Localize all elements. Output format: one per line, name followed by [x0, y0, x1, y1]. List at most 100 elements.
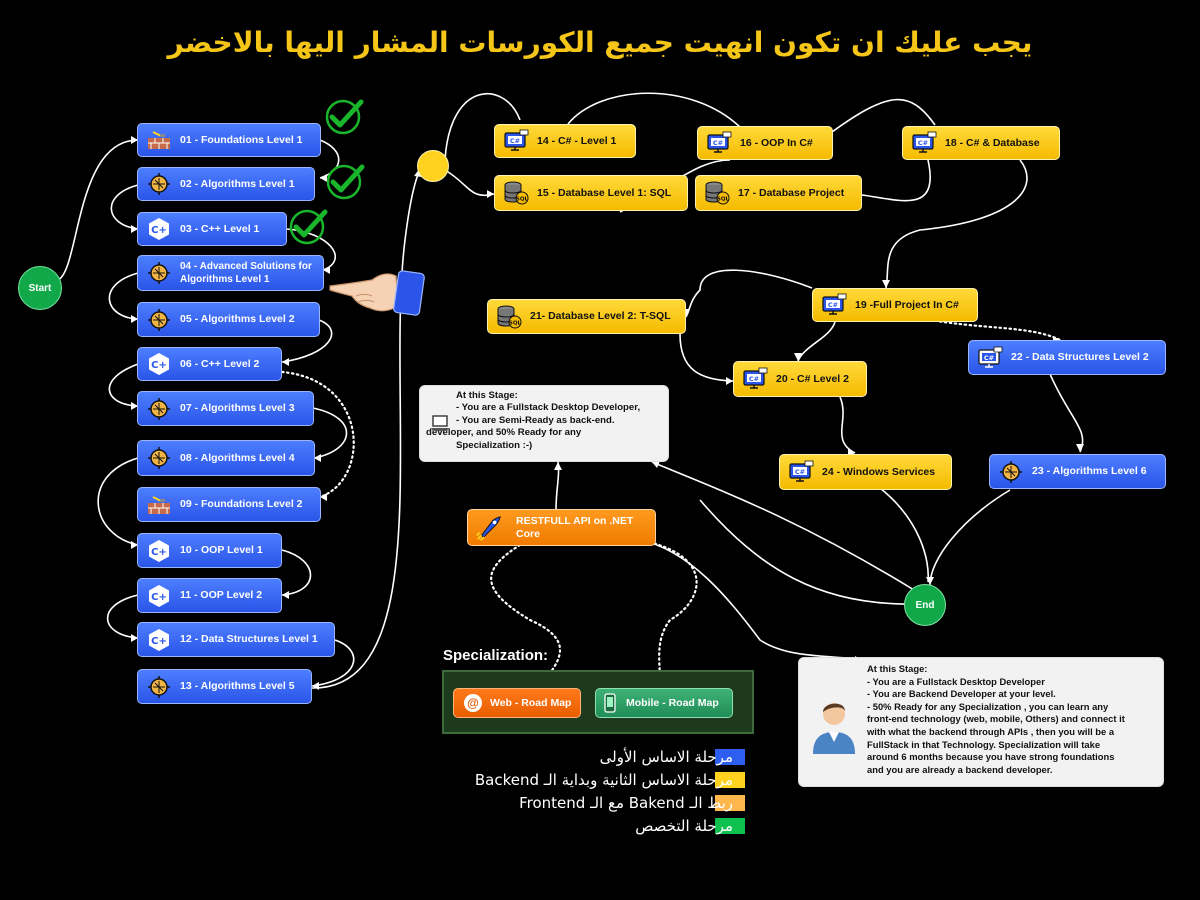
brain-chip-icon — [146, 261, 172, 285]
course-label: 07 - Algorithms Level 3 — [180, 402, 295, 414]
csharp-monitor-icon: C# — [742, 367, 768, 391]
check-mark-icon — [326, 164, 365, 200]
connector — [885, 159, 1028, 289]
course-label: 02 - Algorithms Level 1 — [180, 177, 295, 190]
check-mark-icon — [289, 209, 328, 245]
brain-chip-icon — [146, 446, 172, 470]
brick-wall-icon — [146, 128, 172, 152]
course-label: 03 - C++ Level 1 — [180, 222, 260, 235]
svg-text:C#: C# — [795, 468, 805, 476]
connector — [281, 319, 333, 363]
brain-chip-icon — [146, 308, 172, 332]
cpp-logo-icon: C+ — [146, 352, 172, 376]
connector — [839, 396, 856, 454]
course-16-oop-in-csharp[interactable]: C# 16 - OOP In C# — [697, 126, 833, 160]
connector — [108, 272, 139, 320]
course-15-database-level-1-sql[interactable]: SQL 15 - Database Level 1: SQL — [494, 175, 688, 211]
course-02-algorithms-level-1[interactable]: 02 - Algorithms Level 1 — [137, 167, 315, 201]
course-label: 06 - C++ Level 2 — [180, 357, 260, 370]
svg-text:C#: C# — [984, 354, 994, 362]
course-22-data-structures-level-2[interactable]: C# 22 - Data Structures Level 2 — [968, 340, 1166, 375]
connector — [281, 549, 312, 596]
course-10-oop-level-1[interactable]: C+ 10 - OOP Level 1 — [137, 533, 282, 568]
start-label: Start — [28, 282, 52, 294]
course-label: RESTFULL API on .NET Core — [516, 514, 634, 540]
connector — [311, 169, 421, 689]
connector — [699, 499, 913, 605]
course-12-data-structures-level-1[interactable]: C+ 12 - Data Structures Level 1 — [137, 622, 335, 657]
course-label: 21- Database Level 2: T-SQL — [530, 310, 671, 322]
course-label: 13 - Algorithms Level 5 — [180, 680, 295, 692]
svg-text:SQL: SQL — [717, 197, 730, 203]
course-04-advanced-solutions-algorithms-level-1[interactable]: 04 - Advanced Solutions for Algorithms L… — [137, 255, 324, 291]
stage-note-2: At this Stage: - You are a Fullstack Des… — [798, 657, 1164, 787]
note-line: Specialization :-) — [456, 439, 533, 451]
brain-chip-icon — [146, 172, 172, 196]
course-07-algorithms-level-3[interactable]: 07 - Algorithms Level 3 — [137, 391, 314, 426]
svg-text:C+: C+ — [151, 547, 167, 558]
course-label: 10 - OOP Level 1 — [180, 544, 263, 556]
course-21-database-level-2-tsql[interactable]: SQL 21- Database Level 2: T-SQL — [487, 299, 686, 334]
connector — [1049, 373, 1084, 453]
connector — [106, 594, 139, 639]
web-road-map-label: Web - Road Map — [490, 697, 572, 709]
note-line: - You are Backend Developer at your leve… — [867, 688, 1056, 700]
dotted-connector — [490, 543, 562, 682]
start-node: Start — [18, 266, 62, 310]
course-11-oop-level-2[interactable]: C+ 11 - OOP Level 2 — [137, 578, 282, 613]
svg-text:C#: C# — [713, 139, 723, 147]
svg-text:C#: C# — [749, 375, 759, 383]
course-18-csharp-and-database[interactable]: C# 18 - C# & Database — [902, 126, 1060, 160]
brain-chip-icon — [998, 460, 1024, 484]
connector — [57, 139, 139, 281]
course-17-database-project[interactable]: SQL 17 - Database Project — [695, 175, 862, 211]
legend-text: مرحلة الاساس الأولى — [599, 748, 733, 766]
svg-text:C+: C+ — [151, 225, 167, 236]
connector — [97, 457, 139, 546]
course-01-foundations-level-1[interactable]: 01 - Foundations Level 1 — [137, 123, 321, 157]
developer-avatar-icon — [813, 703, 855, 754]
mobile-road-map-button[interactable]: Mobile - Road Map — [595, 688, 733, 718]
legend-item: مرحلة التخصص — [635, 816, 745, 836]
specialization-label: Specialization: — [443, 647, 549, 664]
course-06-cpp-level-2[interactable]: C+ 06 - C++ Level 2 — [137, 347, 282, 381]
dotted-connector — [280, 370, 355, 499]
svg-text:C#: C# — [828, 301, 838, 309]
course-20-csharp-level-2[interactable]: C# 20 - C# Level 2 — [733, 361, 867, 397]
course-13-algorithms-level-5[interactable]: 13 - Algorithms Level 5 — [137, 669, 312, 704]
page-title: يجب عليك ان تكون انهيت جميع الكورسات الم… — [167, 26, 1033, 59]
course-14-csharp-level-1[interactable]: C# 14 - C# - Level 1 — [494, 124, 636, 158]
course-label: 09 - Foundations Level 2 — [180, 498, 303, 510]
connector — [929, 489, 1011, 586]
web-road-map-button[interactable]: @ Web - Road Map — [453, 688, 581, 718]
course-restfull-api-dotnet-core[interactable]: RESTFULL API on .NET Core — [467, 509, 656, 546]
csharp-monitor-icon: C# — [706, 131, 732, 155]
pointing-hand-icon — [329, 270, 425, 316]
course-08-algorithms-level-4[interactable]: 08 - Algorithms Level 4 — [137, 440, 315, 476]
course-24-windows-services[interactable]: C# 24 - Windows Services — [779, 454, 952, 490]
course-label: 22 - Data Structures Level 2 — [1011, 351, 1149, 363]
course-09-foundations-level-2[interactable]: 09 - Foundations Level 2 — [137, 487, 321, 522]
course-03-cpp-level-1[interactable]: C+ 03 - C++ Level 1 — [137, 212, 287, 246]
connector — [444, 169, 495, 197]
dotted-connector — [638, 538, 698, 684]
note-line: - 50% Ready for any Specialization , you… — [867, 700, 1109, 712]
course-label: 11 - OOP Level 2 — [180, 589, 263, 601]
connector — [797, 321, 836, 362]
mobile-road-map-label: Mobile - Road Map — [626, 697, 719, 709]
course-label: 14 - C# - Level 1 — [537, 134, 617, 147]
course-label: 18 - C# & Database — [945, 136, 1040, 149]
connector — [679, 333, 734, 382]
course-label: 16 - OOP In C# — [740, 136, 813, 149]
course-label: 23 - Algorithms Level 6 — [1032, 465, 1147, 477]
course-19-full-project-in-csharp[interactable]: C# 19 -Full Project In C# — [812, 288, 978, 322]
cpp-logo-icon: C+ — [146, 539, 172, 563]
connector — [312, 407, 348, 459]
svg-text:SQL: SQL — [509, 320, 522, 326]
cpp-logo-icon: C+ — [146, 628, 172, 652]
course-23-algorithms-level-6[interactable]: 23 - Algorithms Level 6 — [989, 454, 1166, 489]
course-05-algorithms-level-2[interactable]: 05 - Algorithms Level 2 — [137, 302, 320, 337]
note-line: - You are a Fullstack Desktop Developer — [867, 675, 1045, 687]
legend-swatch-orange — [715, 795, 745, 811]
